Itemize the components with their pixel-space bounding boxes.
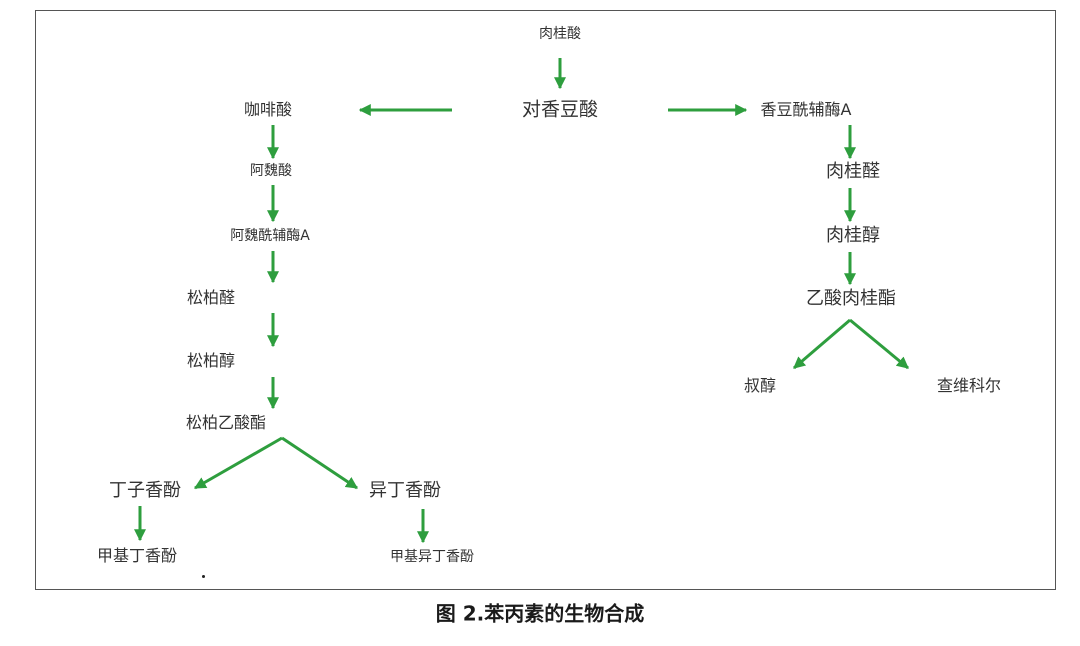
node-cinnamaldehyde: 肉桂醛 [826, 161, 880, 182]
node-feruloyl-coa: 阿魏酰辅酶A [230, 228, 310, 244]
node-caffeic-acid: 咖啡酸 [243, 100, 293, 119]
node-cinnamic-acid: 肉桂酸 [539, 26, 581, 42]
node-cinnamyl-acetate: 乙酸肉桂酯 [806, 288, 896, 309]
node-p-coumaroyl-coa: 香豆酰辅酶A [760, 100, 852, 119]
node-coniferyl-alcohol: 松柏醇 [186, 351, 236, 370]
node-coniferaldehyde: 松柏醛 [186, 288, 236, 307]
node-isoeugenol: 异丁香酚 [369, 480, 441, 501]
node-methyleugenol: 甲基丁香酚 [96, 546, 178, 565]
node-tert-alcohol: 叔醇 [743, 376, 777, 395]
stray-dot [202, 575, 205, 578]
node-ferulic-acid: 阿魏酸 [250, 163, 292, 179]
arrow-cinnamyl-acetate-to-tert-alcohol [793, 318, 851, 370]
figure-caption: 图 2.苯丙素的生物合成 [435, 601, 645, 626]
arrow-acetate-to-eugenol [193, 436, 283, 490]
arrow-cinnamyl-acetate-to-chavicol [849, 318, 909, 370]
node-methylisoeugenol: 甲基异丁香酚 [390, 549, 474, 565]
node-cinnamyl-alcohol: 肉桂醇 [826, 225, 880, 246]
diagram-frame [35, 10, 1056, 590]
node-p-coumaric-acid: 对香豆酸 [521, 98, 599, 121]
node-eugenol: 丁子香酚 [109, 480, 181, 501]
node-chavicol: 查维科尔 [936, 376, 1002, 395]
arrow-acetate-to-isoeugenol [281, 436, 358, 490]
node-coniferyl-acetate: 松柏乙酸酯 [185, 413, 267, 432]
